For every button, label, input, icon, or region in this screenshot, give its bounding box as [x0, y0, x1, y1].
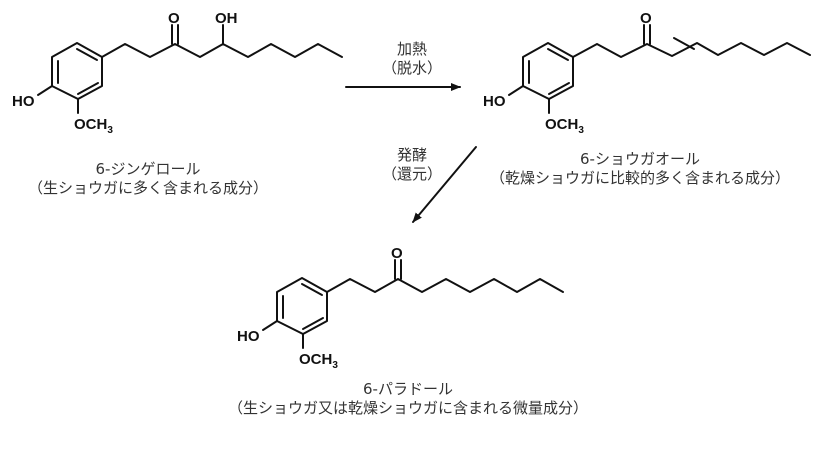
compound-name: 6-ジンゲロール [95, 160, 201, 178]
shogaol-caption: 6-ショウガオール （乾燥ショウガに比較的多く含まれる成分） [490, 150, 790, 188]
gingerol-caption: 6-ジンゲロール （生ショウガに多く含まれる成分） [28, 160, 268, 198]
compound-note: （乾燥ショウガに比較的多く含まれる成分） [489, 169, 791, 187]
methoxy-group: OCH3 [545, 116, 584, 136]
hydroxyl-group: OH [215, 10, 238, 27]
gingerol-structure: O OH HO OCH3 [12, 10, 343, 136]
carbonyl-oxygen: O [168, 10, 180, 27]
phenol-hydroxyl: HO [237, 328, 260, 345]
reaction-2-label: 発酵（還元） [381, 146, 443, 183]
shogaol-structure: O HO OCH3 [483, 10, 811, 136]
phenol-hydroxyl: HO [12, 93, 35, 110]
phenol-hydroxyl: HO [483, 93, 506, 110]
reduction-arrow [412, 146, 477, 223]
compound-note: （生ショウガに多く含まれる成分） [27, 179, 269, 197]
methoxy-group: OCH3 [74, 116, 113, 136]
compound-note: （生ショウガ又は乾燥ショウガに含まれる微量成分） [227, 399, 589, 417]
carbonyl-oxygen: O [640, 10, 652, 27]
compound-name: 6-パラドール [363, 380, 453, 398]
paradol-structure: O HO OCH3 [237, 245, 564, 371]
methoxy-group: OCH3 [299, 351, 338, 371]
paradol-caption: 6-パラドール （生ショウガ又は乾燥ショウガに含まれる微量成分） [228, 380, 588, 418]
compound-name: 6-ショウガオール [580, 150, 700, 168]
reaction-1-label: 加熱（脱水） [381, 40, 443, 77]
carbonyl-oxygen: O [391, 245, 403, 262]
